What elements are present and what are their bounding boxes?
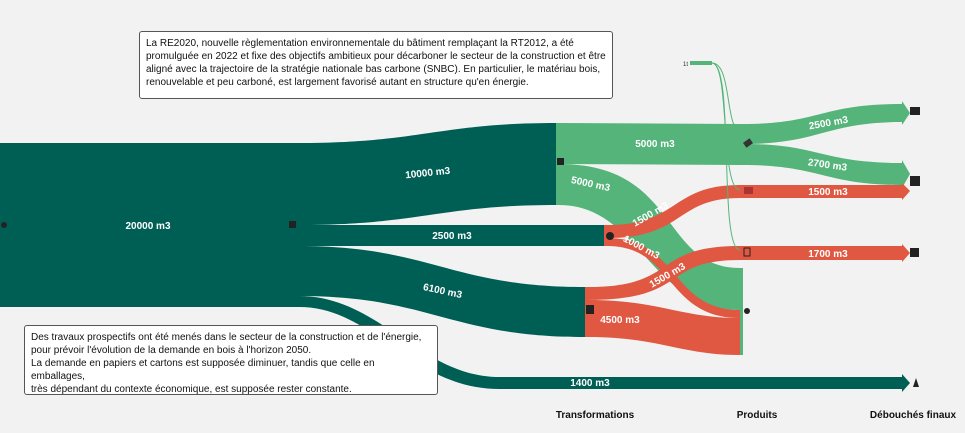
note-top-line: aligné avec la trajectoire de la stratég…: [146, 64, 601, 75]
note-prospective: Des travaux prospectifs ont été menés da…: [24, 325, 438, 395]
flow-hub-to-paper[interactable]: [299, 246, 585, 337]
flow-small-to-lumber: [711, 62, 741, 131]
flow-lumber-to-construction[interactable]: [743, 144, 902, 185]
flow-sawmill-to-byproducts[interactable]: [559, 164, 740, 310]
label-paper-to-byproducts: 4500 m3: [600, 315, 640, 326]
panel-icon: [606, 232, 614, 240]
note-bottom-line: pour prévoir l'évolution de la demande e…: [31, 345, 312, 356]
small-node-label: 1t: [683, 62, 688, 68]
note-top-line: promulguée en 2022 et fixe des objectifs…: [146, 51, 606, 62]
flow-sawmill-to-lumber[interactable]: [559, 123, 740, 165]
label-source-to-hub: 20000 m3: [125, 221, 170, 232]
flow-paper-to-packaging[interactable]: [588, 246, 740, 300]
column-label-transformations: Transformations: [556, 410, 635, 421]
furniture-icon: [910, 107, 920, 115]
flow-hub-to-panels[interactable]: [299, 225, 604, 246]
label-packaging-to-packaging-use: 1700 m3: [808, 249, 848, 260]
flow-arrow-construction-green: [902, 160, 910, 188]
packaging-node[interactable]: [740, 246, 743, 260]
panel-product-icon: [744, 187, 753, 194]
flow-small-to-packaging: [711, 62, 741, 251]
note-bottom-line: Des travaux prospectifs ont été menés da…: [31, 332, 422, 343]
energy-icon: [913, 378, 919, 387]
flow-hub-to-sawmill[interactable]: [299, 123, 556, 225]
note-re2020: La RE2020, nouvelle règlementation envir…: [139, 31, 613, 99]
flow-panel-product-to-construction[interactable]: [743, 185, 902, 198]
flow-arrow-furniture: [902, 101, 910, 125]
hub-node[interactable]: [296, 143, 299, 307]
flow-panels-to-panel-product[interactable]: [607, 185, 740, 238]
panels-node[interactable]: [604, 225, 607, 246]
flow-arrow-energy: [902, 374, 910, 392]
packaging-use-icon: [910, 248, 919, 257]
column-label-debouches: Débouchés finaux: [870, 410, 957, 421]
flow-paper-to-byproducts[interactable]: [588, 300, 740, 355]
label-hub-to-sawmill: 10000 m3: [405, 166, 451, 182]
label-hub-to-energy: 1400 m3: [570, 378, 610, 389]
construction-icon: [910, 176, 920, 186]
flow-arrow-packaging: [902, 244, 910, 262]
flow-lumber-to-furniture[interactable]: [743, 104, 902, 144]
source-icon: [1, 222, 7, 228]
label-panel-product-to-construction: 1500 m3: [808, 187, 848, 198]
lumber-icon: [743, 138, 753, 148]
column-label-produits: Produits: [737, 410, 778, 421]
label-sawmill-to-lumber: 5000 m3: [635, 139, 675, 150]
logs-icon: [289, 221, 296, 228]
flow-source-to-hub[interactable]: [8, 143, 296, 307]
packaging-product-icon: [743, 247, 751, 257]
byproducts-node[interactable]: [740, 268, 743, 355]
sawmill-icon: [557, 158, 564, 165]
note-top-line: La RE2020, nouvelle règlementation envir…: [146, 38, 574, 49]
paper-mill-icon: [586, 305, 594, 314]
byproducts-icon: [744, 308, 750, 314]
flow-packaging-to-packaging-use[interactable]: [743, 246, 902, 260]
note-bottom-line: La demande en papiers et cartons est sup…: [31, 358, 375, 382]
note-bottom-line: très dépendant du contexte économique, e…: [31, 384, 352, 395]
small-node[interactable]: [690, 61, 712, 65]
panel-product-node[interactable]: [740, 185, 743, 198]
flow-arrow-construction-red: [902, 183, 910, 200]
note-top-line: renouvelable et peu carboné, est largeme…: [146, 77, 529, 88]
flow-hub-to-energy[interactable]: [299, 296, 902, 389]
label-hub-to-panels: 2500 m3: [432, 231, 472, 242]
lumber-node[interactable]: [740, 124, 743, 165]
